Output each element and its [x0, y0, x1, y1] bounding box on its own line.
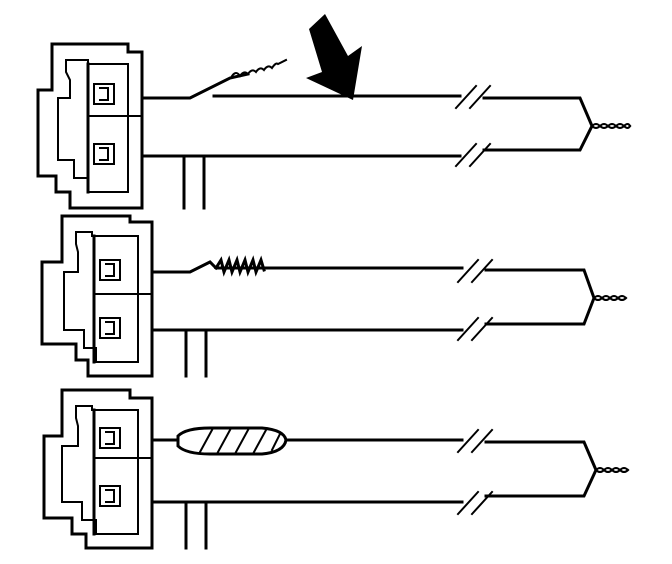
- terminal-1b-icon: [93, 143, 115, 165]
- exposed-strands-1: [230, 58, 288, 78]
- end-strands-1b: [590, 123, 632, 129]
- terminal-3a-contact: [105, 431, 115, 445]
- twisted-splice-2: [213, 255, 266, 277]
- tape-wrap-lines: [198, 428, 282, 454]
- wire-3-upper-right: [484, 440, 598, 498]
- terminal-1b-contact: [99, 147, 109, 161]
- wire-1-upper-break: [454, 84, 492, 110]
- connector-2-body: [40, 214, 154, 378]
- terminal-3b-icon: [99, 485, 121, 507]
- terminal-2a-contact: [105, 263, 115, 277]
- wire-2-upper-right: [484, 268, 596, 326]
- wire-3-lower-break: [456, 490, 494, 516]
- connector-3-body: [42, 388, 154, 550]
- pointer-arrow-icon: [306, 14, 362, 100]
- terminal-2a-icon: [99, 259, 121, 281]
- wire-2-drop-lead: [184, 328, 208, 378]
- connector-1-housing: [57, 59, 129, 193]
- connector-3-housing: [61, 405, 139, 535]
- tape-wrap-splice-3: [176, 426, 288, 456]
- wire-3-drop-lead: [184, 500, 208, 550]
- end-strands-2b: [592, 295, 628, 301]
- terminal-3a-icon: [99, 427, 121, 449]
- terminal-2b-contact: [105, 321, 115, 335]
- terminal-1a-icon: [93, 83, 115, 105]
- terminal-2b-icon: [99, 317, 121, 339]
- panel-1-exposed-strands: [36, 14, 632, 210]
- wire-1-upper: [140, 72, 250, 100]
- connector-2-housing: [63, 231, 139, 363]
- wire-1-drop-lead: [182, 154, 206, 210]
- panel-3-taped-splice: [42, 388, 630, 550]
- terminal-3b-contact: [105, 489, 115, 503]
- wire-1-lower-break: [454, 142, 492, 168]
- connector-1-body: [36, 42, 144, 210]
- end-strands-3b: [594, 467, 630, 473]
- wire-1-upper-right: [482, 96, 594, 152]
- wire-2-upper-break: [456, 258, 494, 284]
- wire-2-lower-break: [456, 316, 494, 342]
- panel-2-twisted-strands: [40, 214, 628, 378]
- terminal-1a-contact: [99, 87, 109, 101]
- wire-3-upper-break: [456, 428, 494, 454]
